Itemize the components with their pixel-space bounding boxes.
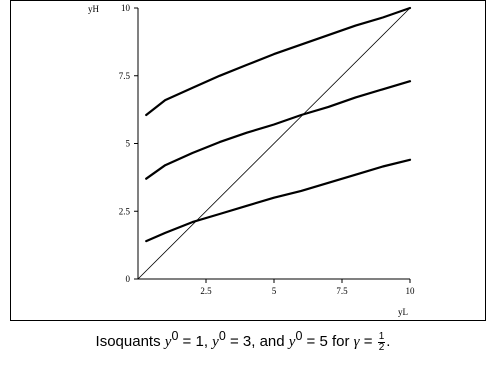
chart-frame: [10, 0, 486, 321]
x-tick-label: 2.5: [200, 286, 212, 296]
caption-gamma: γ: [353, 334, 360, 350]
x-tick-label: 7.5: [336, 286, 348, 296]
axes: 2.5 5 7.5 10 0 2.5 5 7.5 10 yL yH: [88, 3, 415, 317]
caption-end: .: [386, 333, 391, 350]
isoquant-line-1: [145, 158, 412, 243]
y-tick-label: 7.5: [119, 71, 131, 81]
y-tick-label: 5: [126, 139, 131, 149]
y-tick-label: 0: [126, 274, 131, 284]
caption-eq3: = 5 for: [302, 333, 354, 350]
x-axis-label: yL: [398, 307, 408, 317]
y-tick-label: 2.5: [119, 206, 131, 216]
caption-sup3: 0: [295, 329, 303, 343]
curves: [137, 6, 412, 280]
caption-sup1: 0: [171, 329, 179, 343]
caption-eq-gamma: =: [359, 333, 377, 350]
caption-eq1: = 1,: [178, 333, 213, 350]
caption-y3: y: [288, 334, 296, 350]
y-axis-label: yH: [88, 4, 100, 14]
caption-y2: y: [212, 334, 219, 350]
diagonal-line: [137, 7, 411, 280]
figure-caption: Isoquants y0 = 1, y0 = 3, and y0 = 5 for…: [0, 329, 486, 353]
y-tick-label: 10: [121, 3, 131, 13]
caption-y1: y: [164, 334, 172, 350]
fraction-denominator: 2: [378, 341, 385, 353]
caption-prefix: Isoquants: [95, 333, 165, 350]
isoquant-line-3: [145, 6, 412, 117]
caption-eq2: = 3, and: [225, 333, 289, 350]
x-tick-label: 10: [406, 286, 416, 296]
isoquant-line-2: [145, 80, 412, 180]
caption-sup2: 0: [218, 329, 226, 343]
x-tick-label: 5: [272, 286, 277, 296]
fraction-numerator: 1: [377, 330, 386, 343]
